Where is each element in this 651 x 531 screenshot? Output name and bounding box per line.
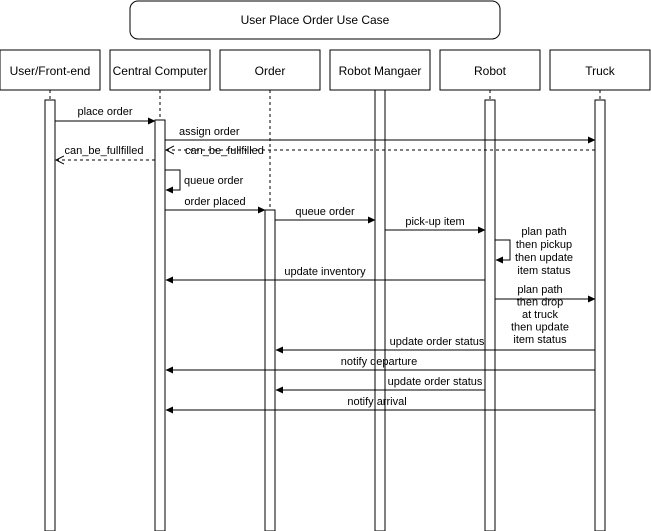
message-label: can_be_fullfilled xyxy=(65,145,144,157)
lifeline-user: User/Front-end xyxy=(0,49,101,91)
message-label: can_be_fullfilled xyxy=(185,145,264,157)
message-can-be-fullfilled-central: can_be_fullfilled xyxy=(166,145,595,157)
lifeline-label-robot: Robot xyxy=(474,64,507,78)
diagram-title: User Place Order Use Case xyxy=(129,0,501,40)
message-queue-order-self: queue order xyxy=(165,169,244,194)
lifeline-truck: Truck xyxy=(549,49,651,91)
messages: place order assign order can_be_fullfill… xyxy=(55,106,596,414)
message-label: notify arrival xyxy=(347,396,406,408)
lifeline-headers: User/Front-end Central Computer Order Ro… xyxy=(0,49,651,91)
lifeline-label-truck: Truck xyxy=(585,64,616,78)
message-assign-order: assign order xyxy=(165,126,596,144)
message-label: update inventory xyxy=(284,266,366,278)
message-notify-arrival: notify arrival xyxy=(165,396,595,414)
message-label: update order status xyxy=(388,376,483,388)
diagram-title-text: User Place Order Use Case xyxy=(241,13,390,27)
lifeline-label-robotmgr: Robot Mangaer xyxy=(339,64,422,78)
message-place-order: place order xyxy=(55,106,156,125)
message-notify-departure: notify departure xyxy=(165,356,595,374)
activation-bar-truck xyxy=(594,99,606,531)
message-label: queue order xyxy=(184,175,244,187)
message-label: assign order xyxy=(179,126,240,138)
lifeline-label-user: User/Front-end xyxy=(10,64,91,78)
message-update-order-status-truck: update order status xyxy=(275,336,595,354)
lifeline-order: Order xyxy=(219,49,321,91)
message-order-placed: order placed xyxy=(165,196,266,214)
message-update-order-status-robot: update order status xyxy=(275,376,485,394)
message-label: queue order xyxy=(295,206,355,218)
message-pick-up-item: pick-up item xyxy=(385,216,486,234)
activation-bar-user xyxy=(44,99,56,531)
message-can-be-fullfilled-user: can_be_fullfilled xyxy=(56,145,155,160)
lifeline-central: Central Computer xyxy=(109,49,211,91)
message-label: place order xyxy=(77,106,132,118)
message-label: order placed xyxy=(184,196,245,208)
message-label: update order status xyxy=(390,336,485,348)
activation-bar-robot xyxy=(484,99,496,531)
activation-bar-robotmgr xyxy=(374,89,386,531)
lifeline-robot: Robot xyxy=(439,49,541,91)
lifeline-robotmgr: Robot Mangaer xyxy=(329,49,431,91)
message-label: pick-up item xyxy=(405,216,464,228)
lifeline-label-order: Order xyxy=(255,64,286,78)
message-label: notify departure xyxy=(341,356,417,368)
message-queue-order: queue order xyxy=(275,206,376,224)
message-update-inventory: update inventory xyxy=(165,266,485,284)
lifeline-label-central: Central Computer xyxy=(113,64,208,78)
activation-bar-central xyxy=(154,119,166,531)
